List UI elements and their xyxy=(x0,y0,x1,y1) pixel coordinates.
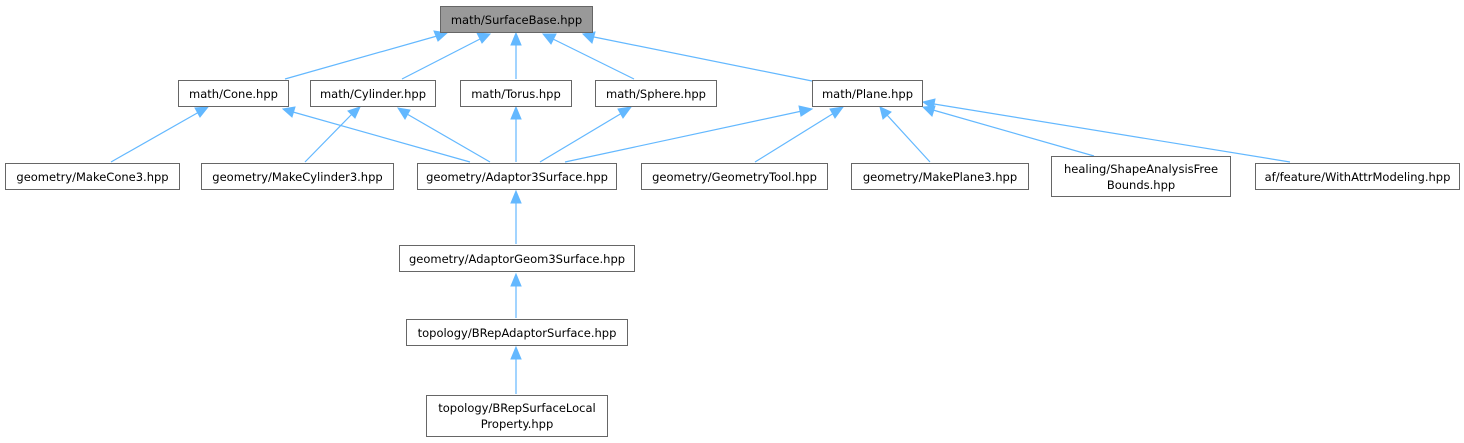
node-topology-brep-surface-local-property[interactable]: topology/BRepSurfaceLocal Property.hpp xyxy=(426,395,608,437)
node-label: geometry/AdaptorGeom3Surface.hpp xyxy=(408,251,626,266)
edge-make-cylinder3-to-cylinder xyxy=(304,106,361,163)
node-label-line-1: healing/ShapeAnalysisFree xyxy=(1063,161,1219,176)
node-label: math/Torus.hpp xyxy=(471,86,561,101)
node-label: math/Plane.hpp xyxy=(821,86,913,101)
edge-brep-adaptor-surface-to-adaptor-geom3-surface xyxy=(510,272,522,318)
node-geometry-adaptor-geom3-surface[interactable]: geometry/AdaptorGeom3Surface.hpp xyxy=(399,245,635,272)
edge-cone-to-surface-base xyxy=(284,30,449,80)
node-label: geometry/MakeCone3.hpp xyxy=(16,169,169,184)
edge-with-attr-modeling-to-plane xyxy=(921,98,1291,163)
node-math-plane[interactable]: math/Plane.hpp xyxy=(812,80,923,107)
edge-geometry-tool-to-plane xyxy=(754,106,845,163)
edge-brep-surface-local-property-to-brep-adaptor-surface xyxy=(510,345,522,394)
edge-make-cone3-to-cone xyxy=(110,106,210,163)
node-label: af/feature/WithAttrModeling.hpp xyxy=(1264,169,1451,184)
node-label: geometry/Adaptor3Surface.hpp xyxy=(426,169,608,184)
edge-shape-analysis-free-bounds-to-plane xyxy=(921,105,1095,157)
edge-cylinder-to-surface-base xyxy=(401,32,492,80)
node-label: geometry/GeometryTool.hpp xyxy=(652,169,817,184)
node-label: math/SurfaceBase.hpp xyxy=(450,12,583,27)
node-label-line-1: topology/BRepSurfaceLocal xyxy=(438,401,596,415)
edge-sphere-to-surface-base xyxy=(541,33,635,80)
node-label-line-2: Bounds.hpp xyxy=(1106,177,1176,192)
edge-adaptor3-surface-to-sphere xyxy=(539,106,633,163)
node-healing-shape-analysis-free-bounds[interactable]: healing/ShapeAnalysisFree Bounds.hpp xyxy=(1051,156,1231,197)
node-af-feature-with-attr-modeling[interactable]: af/feature/WithAttrModeling.hpp xyxy=(1255,163,1460,190)
node-topology-brep-adaptor-surface[interactable]: topology/BRepAdaptorSurface.hpp xyxy=(406,319,628,346)
node-label: geometry/MakePlane3.hpp xyxy=(862,169,1018,184)
node-label: geometry/MakeCylinder3.hpp xyxy=(212,169,383,184)
edge-adaptor3-surface-to-torus xyxy=(510,105,522,162)
edge-make-plane3-to-plane xyxy=(879,106,931,163)
node-geometry-make-cylinder3[interactable]: geometry/MakeCylinder3.hpp xyxy=(201,163,394,190)
node-label: topology/BRepAdaptorSurface.hpp xyxy=(417,325,617,340)
node-geometry-make-cone3[interactable]: geometry/MakeCone3.hpp xyxy=(5,163,180,190)
node-math-cone[interactable]: math/Cone.hpp xyxy=(178,80,289,107)
edge-plane-to-surface-base xyxy=(581,31,813,82)
edge-adaptor-geom3-surface-to-adaptor3-surface xyxy=(510,189,522,244)
node-math-torus[interactable]: math/Torus.hpp xyxy=(460,80,572,107)
edge-torus-to-surface-base xyxy=(510,31,522,79)
node-geometry-make-plane3[interactable]: geometry/MakePlane3.hpp xyxy=(851,163,1029,190)
node-label: math/Cylinder.hpp xyxy=(319,86,427,101)
node-math-sphere[interactable]: math/Sphere.hpp xyxy=(595,80,717,107)
edge-adaptor3-surface-to-cone xyxy=(281,106,471,163)
edge-adaptor3-surface-to-plane xyxy=(564,105,814,163)
node-label-line-2: Property.hpp xyxy=(480,417,554,431)
node-math-surface-base[interactable]: math/SurfaceBase.hpp xyxy=(440,6,593,33)
edge-adaptor3-surface-to-cylinder xyxy=(396,107,491,163)
node-geometry-geometry-tool[interactable]: geometry/GeometryTool.hpp xyxy=(641,163,828,190)
node-label: math/Sphere.hpp xyxy=(606,86,706,101)
node-geometry-adaptor3-surface[interactable]: geometry/Adaptor3Surface.hpp xyxy=(417,163,617,190)
node-label: math/Cone.hpp xyxy=(189,86,278,101)
node-math-cylinder[interactable]: math/Cylinder.hpp xyxy=(310,80,436,107)
